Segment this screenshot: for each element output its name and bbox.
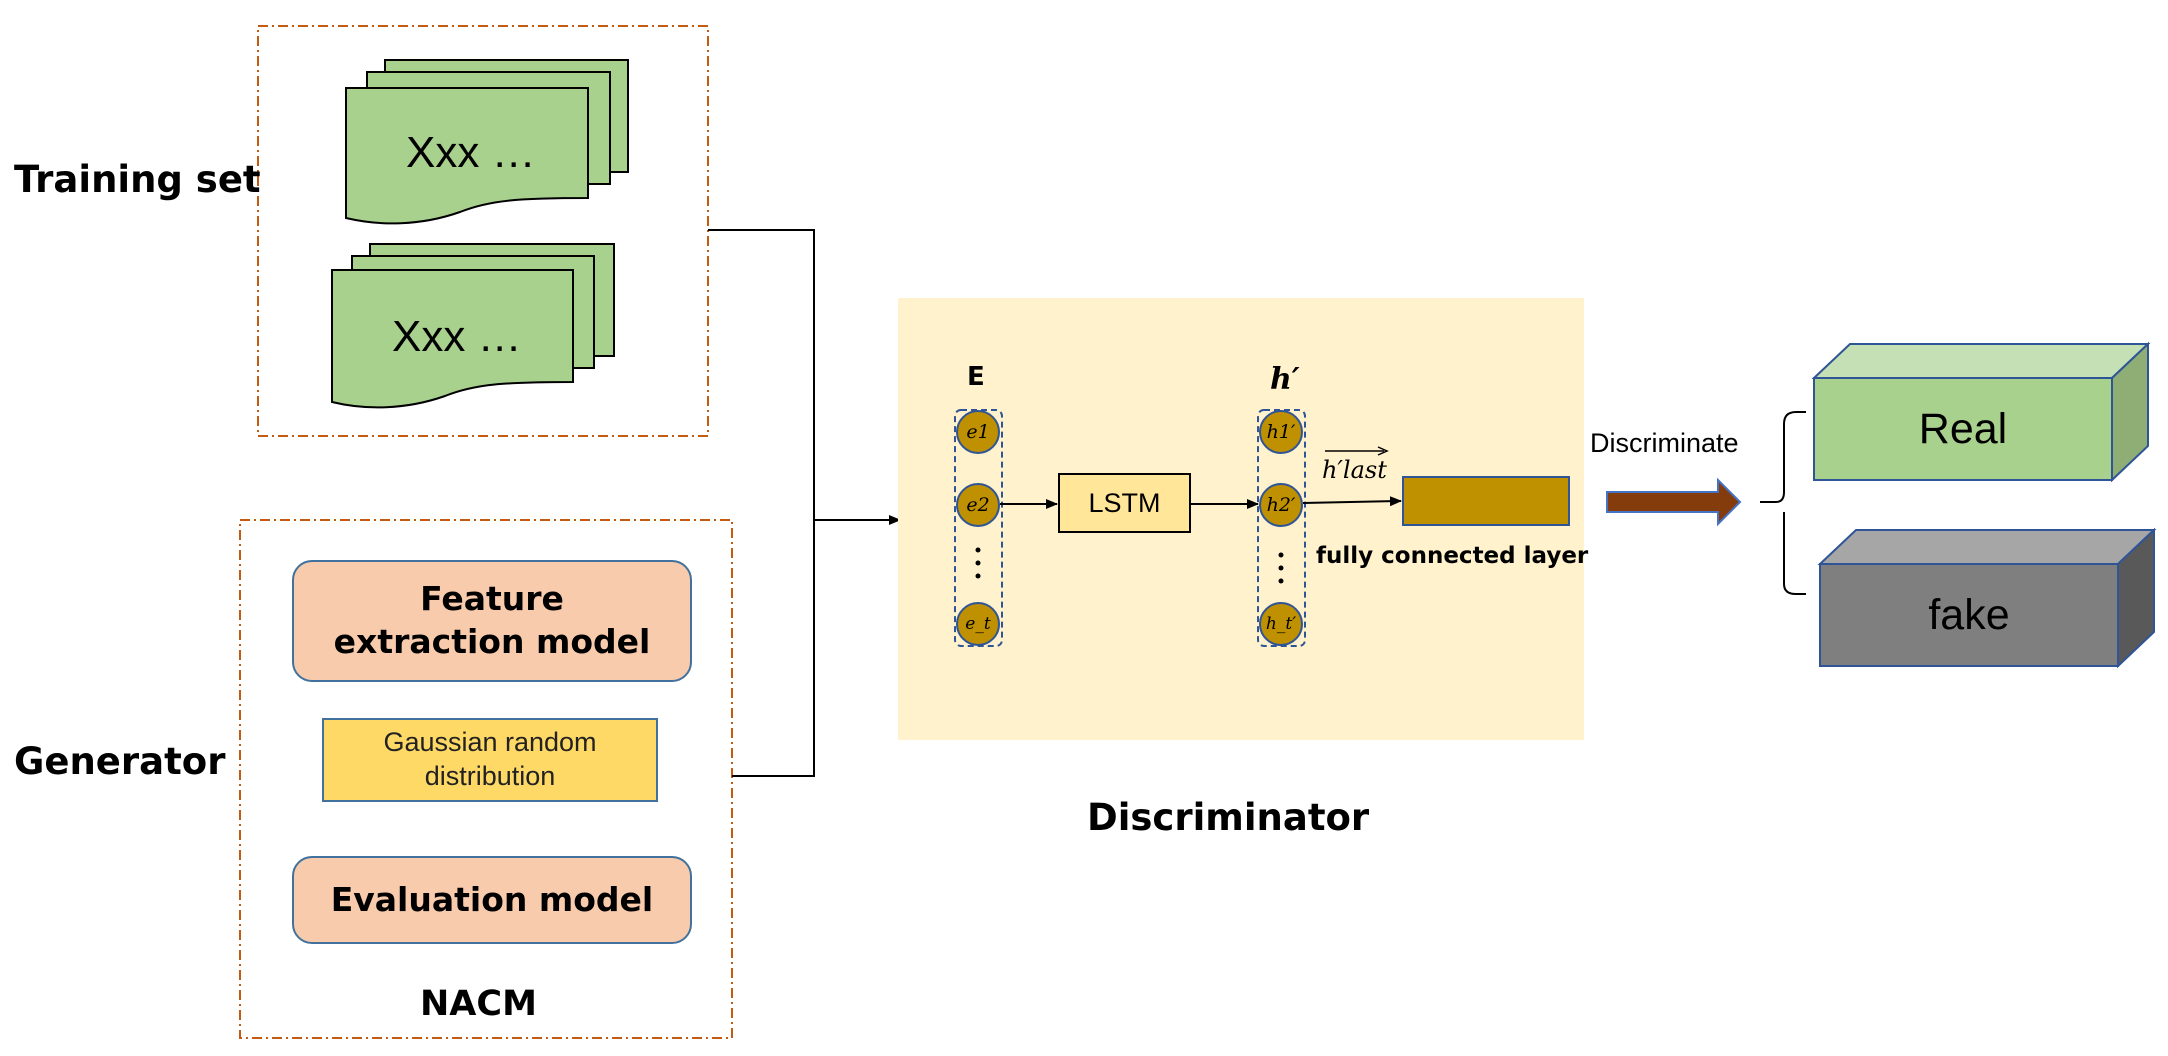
hidden-column [1257, 409, 1306, 647]
fake-cuboid [1817, 527, 2157, 669]
training-set-label: Training set [14, 158, 261, 201]
document-stack-top [345, 59, 629, 225]
output-brace [1760, 411, 1806, 595]
fc-layer-box [1402, 476, 1570, 526]
hidden-label: h′ [1270, 362, 1300, 397]
discriminator-label: Discriminator [1087, 796, 1370, 839]
hidden-ellipsis [1278, 552, 1284, 584]
fake-label: fake [1928, 590, 2010, 639]
embedding-node-2 [956, 483, 1000, 527]
lstm-box: LSTM [1059, 474, 1190, 532]
document-stack-bottom [331, 243, 615, 409]
embedding-label: E [967, 362, 985, 392]
evaluation-model: Evaluation model [292, 856, 692, 944]
hidden-node-2 [1259, 483, 1303, 527]
evaluation-model-label: Evaluation model [330, 879, 654, 919]
hidden-node-t [1259, 602, 1303, 646]
hidden-node-1 [1259, 410, 1303, 454]
gaussian-random-box: Gaussian random distribution [322, 718, 658, 802]
document-text-top: Xxx … [406, 128, 536, 177]
lstm-label: LSTM [1088, 487, 1161, 518]
real-cuboid [1811, 341, 2151, 483]
feature-extraction-model: Feature extraction model [292, 560, 692, 682]
input-connectors [708, 229, 901, 777]
nacm-frame [239, 519, 733, 1039]
discriminate-label: Discriminate [1590, 428, 1739, 458]
embedding-column [954, 409, 1003, 647]
embedding-item-1: e1 [966, 421, 990, 443]
h-last-label: h′last [1322, 456, 1387, 484]
generator-label: Generator [14, 740, 226, 783]
feature-extraction-label: Feature extraction model [333, 579, 651, 661]
fake-box: fake [1820, 564, 2118, 666]
embedding-item-2: e2 [966, 494, 990, 516]
embedding-item-t: e_t [965, 614, 991, 634]
lstm-box-shape [1058, 473, 1191, 533]
hidden-item-t: h_t′ [1265, 614, 1297, 634]
hidden-item-1: h1′ [1266, 421, 1296, 443]
embedding-ellipsis [975, 547, 981, 579]
real-label: Real [1918, 404, 2008, 453]
nacm-label: NACM [420, 984, 537, 1024]
gaussian-random-label: Gaussian random distribution [383, 727, 597, 791]
embedding-node-t [956, 602, 1000, 646]
embedding-node-1 [956, 410, 1000, 454]
document-text-bottom: Xxx … [392, 312, 522, 361]
fc-layer-label: fully connected layer [1316, 543, 1589, 569]
real-box: Real [1814, 378, 2112, 480]
internal-arrows [1000, 496, 1402, 509]
discriminate-arrow [1606, 477, 1742, 527]
hidden-item-2: h2′ [1266, 494, 1296, 516]
h-last-vector-arrow [1325, 446, 1389, 456]
